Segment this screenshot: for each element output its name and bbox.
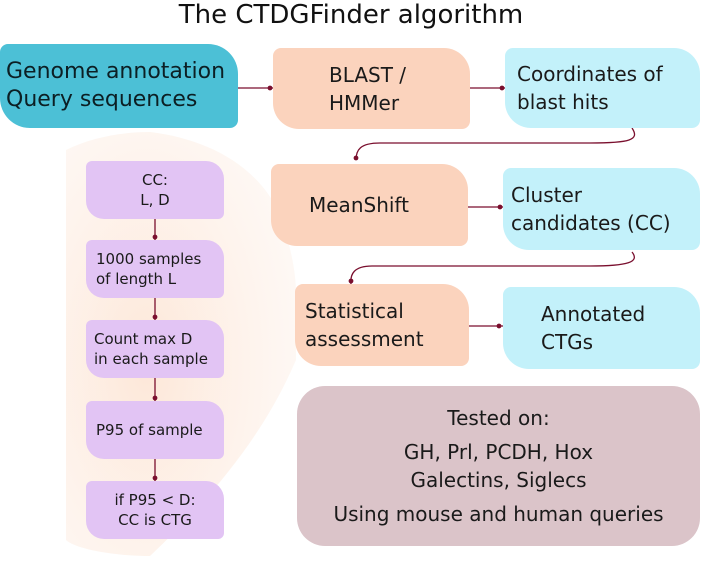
step-sampling: 1000 samples of length L [86,240,224,298]
tested-queries: Using mouse and human queries [333,502,664,526]
node-blast-hmmer: BLAST / HMMer [273,48,470,129]
connector-dot [152,395,158,401]
node-label: candidates (CC) [511,211,671,235]
node-label: Query sequences [6,87,198,112]
node-label: CTGs [541,330,594,354]
step-label: in each sample [94,350,208,368]
node-meanshift: MeanShift [271,164,468,246]
node-label: Statistical [305,299,404,323]
tested-families: Galectins, Siglecs [410,468,587,492]
node-statistical-assessment: Statistical assessment [295,284,469,366]
node-label: MeanShift [309,193,409,217]
node-cluster-candidates: Cluster candidates (CC) [503,168,700,250]
connector-dot [499,85,505,91]
tested-on-panel: Tested on: GH, Prl, PCDH, Hox Galectins,… [297,386,700,546]
node-label: assessment [305,327,424,351]
connector-dot [267,85,273,91]
step-label: if P95 < D: [114,491,196,509]
connector-cluster-stat [350,251,635,285]
diagram-title: The CTDGFinder algorithm [178,0,524,30]
connector-dot [152,314,158,320]
node-coordinates: Coordinates of blast hits [505,48,700,128]
node-label: Genome annotation [6,59,226,84]
node-label: Coordinates of [517,62,663,86]
connector-coords-meanshift [355,127,636,161]
connector-dot [152,475,158,481]
node-genome-annotation: Genome annotation Query sequences [0,44,238,128]
step-label: P95 of sample [96,421,203,439]
node-label: Cluster [511,183,582,207]
step-count-max: Count max D in each sample [86,320,224,378]
step-label: L, D [140,191,170,209]
node-label: blast hits [517,90,609,114]
connector-dot [497,204,503,210]
step-label: Count max D [94,330,193,348]
step-label: 1000 samples [96,250,202,268]
node-label: Annotated [541,302,646,326]
step-label: CC is CTG [118,511,192,529]
node-annotated-ctgs: Annotated CTGs [503,287,700,369]
tested-families: GH, Prl, PCDH, Hox [403,440,594,464]
step-label: of length L [96,270,177,288]
connector-dot [353,155,359,161]
connector-dot [348,278,354,284]
connector-dot [152,234,158,240]
tested-heading: Tested on: [447,406,550,430]
step-decision: if P95 < D: CC is CTG [86,481,224,539]
step-p95: P95 of sample [86,401,224,459]
node-label: BLAST / [329,62,407,87]
connector-dot [496,323,502,329]
step-cc-input: CC: L, D [86,161,224,219]
step-label: CC: [141,171,168,189]
node-label: HMMer [329,90,400,115]
